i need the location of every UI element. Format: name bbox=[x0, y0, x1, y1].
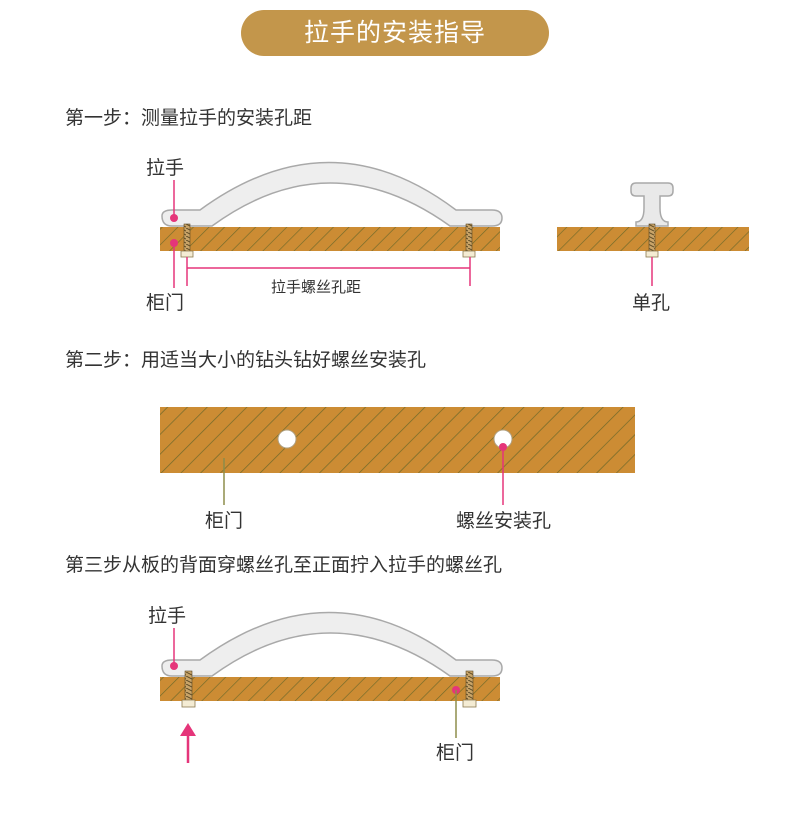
door-board-large bbox=[160, 407, 635, 473]
step2-hole-label: 螺丝安装孔 bbox=[456, 510, 552, 532]
handle-arch bbox=[161, 161, 503, 227]
step3-door-label: 柜门 bbox=[436, 742, 475, 764]
step1-handle-diagram bbox=[160, 161, 503, 288]
insert-arrow-head bbox=[180, 723, 196, 736]
screw-head-right bbox=[462, 250, 476, 258]
screw-head-left bbox=[180, 250, 194, 258]
screw-single bbox=[648, 223, 656, 253]
step1-distance-label: 拉手螺丝孔距 bbox=[271, 278, 362, 296]
step2-drill-diagram bbox=[160, 407, 635, 505]
step1-single-hole-diagram bbox=[557, 182, 749, 286]
knob bbox=[630, 182, 674, 227]
handle-marker-dot-step3 bbox=[170, 662, 178, 670]
step2-door-label: 柜门 bbox=[205, 510, 244, 532]
step1-door-label: 柜门 bbox=[146, 292, 185, 314]
screw-left-step3 bbox=[184, 670, 193, 701]
screw-right-step3 bbox=[465, 670, 474, 701]
door-board-step3 bbox=[160, 677, 500, 701]
step3-heading: 第三步从板的背面穿螺丝孔至正面拧入拉手的螺丝孔 bbox=[65, 554, 503, 576]
door-board bbox=[160, 227, 500, 251]
step1-single-hole-label: 单孔 bbox=[632, 292, 671, 314]
step3-assembly-diagram bbox=[160, 611, 503, 763]
drill-hole-left bbox=[277, 429, 297, 449]
step1-heading: 第一步：测量拉手的安装孔距 bbox=[65, 107, 313, 129]
screw-left bbox=[183, 223, 191, 253]
handle-arch-step3 bbox=[161, 611, 503, 677]
page-title: 拉手的安装指导 bbox=[241, 10, 549, 56]
step3-handle-label: 拉手 bbox=[148, 605, 187, 627]
step1-handle-label: 拉手 bbox=[146, 157, 185, 179]
step2-heading: 第二步：用适当大小的钻头钻好螺丝安装孔 bbox=[65, 349, 427, 371]
screw-right bbox=[465, 223, 473, 253]
handle-marker-dot bbox=[170, 214, 178, 222]
